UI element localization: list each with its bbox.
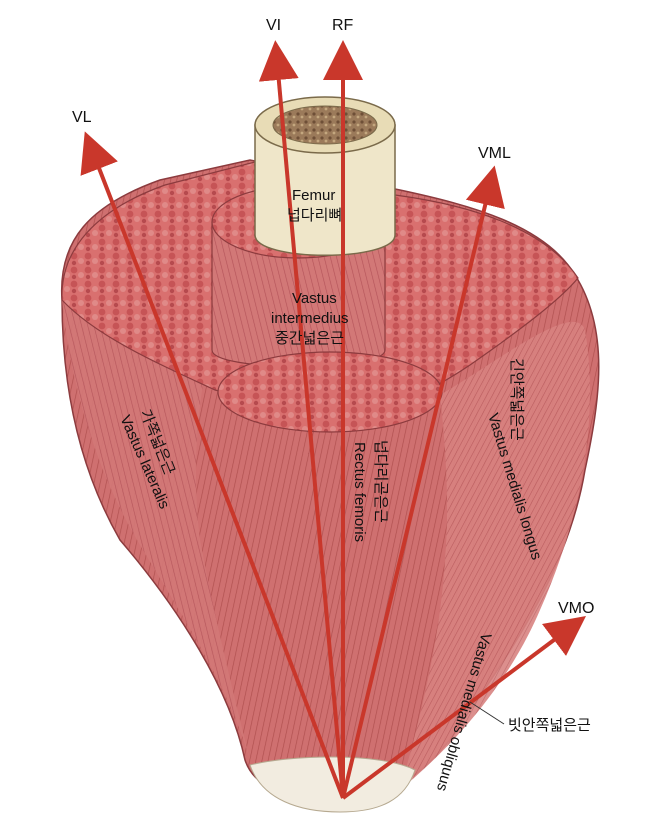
rf-name-ko: 넙다리곧은근 [372, 440, 389, 523]
vastus-lateralis-muscle [62, 300, 250, 760]
vi-label-en-1: Vastus [292, 290, 337, 307]
vmo-arrow [341, 616, 587, 800]
force-vectors [80, 40, 587, 800]
vi-arrow [258, 40, 345, 799]
vastus-medialis-muscle [400, 321, 590, 790]
vmo-name-ko: 빗안쪽넓은근 [508, 717, 591, 734]
rectus-femoris-top [217, 351, 443, 433]
vml-name-ko: 긴안쪽넓은근 [508, 358, 525, 441]
femur-label-en: Femur [292, 187, 335, 204]
vi-label-en-2: intermedius [271, 310, 349, 327]
vmo-leader-line [469, 701, 505, 725]
femur-marrow [272, 105, 378, 145]
rf-label: RF [332, 17, 354, 34]
vml-label: VML [478, 145, 511, 162]
vl-arrow [80, 131, 345, 799]
rf-name-en: Rectus femoris [351, 442, 368, 542]
vmo-label: VMO [558, 600, 594, 617]
tendon [249, 756, 416, 813]
vl-label: VL [72, 109, 92, 126]
femur-label-ko: 넙다리뼈 [287, 207, 342, 224]
vi-label-ko: 중간넓은근 [275, 330, 344, 347]
vml-arrow [341, 165, 505, 799]
vi-label: VI [266, 17, 281, 34]
rectus-femoris-muscle [215, 383, 443, 795]
